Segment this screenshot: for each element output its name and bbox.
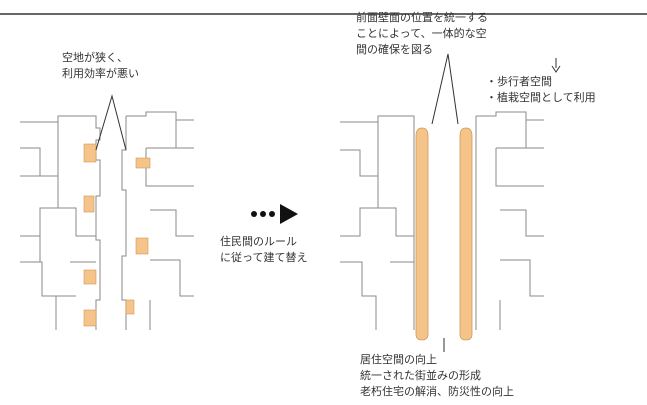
transition-arrow: [251, 204, 298, 224]
before-callout-pointer: [95, 94, 127, 151]
before-space-3: [83, 269, 97, 285]
benefits-callout: 居住空間の向上 統一された街並みの形成 老朽住宅の解消、防災性の向上: [360, 352, 514, 400]
arrow-dot-3: [269, 211, 275, 217]
uses-item-1: ・歩行者空間: [486, 75, 552, 88]
facade-callout: 前面壁面の位置を統一する ことによって、一体的な空 間の確保を図る: [356, 10, 488, 58]
facade-callout-line-3: 間の確保を図る: [356, 43, 433, 56]
after-strip-right: [459, 127, 473, 341]
before-space-7: [125, 299, 135, 315]
benefits-line-2: 統一された街並みの形成: [360, 369, 481, 382]
facade-callout-line-2: ことによって、一体的な空: [356, 27, 487, 40]
after-top-pointer: [431, 53, 459, 125]
arrow-dot-1: [251, 211, 257, 217]
rule-note-line-1: 住民間のルール: [220, 235, 297, 248]
before-space-1: [83, 143, 97, 163]
benefits-line-1: 居住空間の向上: [360, 353, 437, 366]
facade-callout-line-1: 前面壁面の位置を統一する: [356, 11, 488, 24]
arrow-head: [280, 204, 298, 224]
uses-pointer-head: [551, 65, 561, 73]
before-right-block: [121, 111, 194, 330]
before-irregular-spaces: [83, 143, 151, 327]
uses-item-2: ・植栽空間として利用: [486, 91, 596, 104]
after-plan: [340, 111, 544, 330]
after-unified-spaces: [415, 127, 473, 341]
uses-list: ・歩行者空間 ・植栽空間として利用: [486, 74, 596, 106]
before-callout-line-2: 利用効率が悪い: [62, 67, 139, 80]
before-plan: [20, 111, 194, 330]
after-left-block: [340, 115, 415, 330]
before-space-5: [135, 157, 151, 169]
after-strip-left: [415, 127, 429, 341]
before-space-2: [83, 195, 95, 213]
before-callout-line-1: 空地が狭く、: [62, 51, 128, 64]
before-space-4: [83, 309, 97, 327]
rule-note: 住民間のルール に従って建て替え: [220, 234, 307, 266]
after-right-block: [475, 111, 544, 330]
before-callout: 空地が狭く、 利用効率が悪い: [62, 50, 139, 82]
rule-note-line-2: に従って建て替え: [220, 251, 308, 264]
arrow-dot-2: [260, 211, 266, 217]
benefits-line-3: 老朽住宅の解消、防災性の向上: [360, 385, 514, 398]
before-left-walls: [20, 122, 96, 297]
before-space-6: [135, 237, 149, 255]
